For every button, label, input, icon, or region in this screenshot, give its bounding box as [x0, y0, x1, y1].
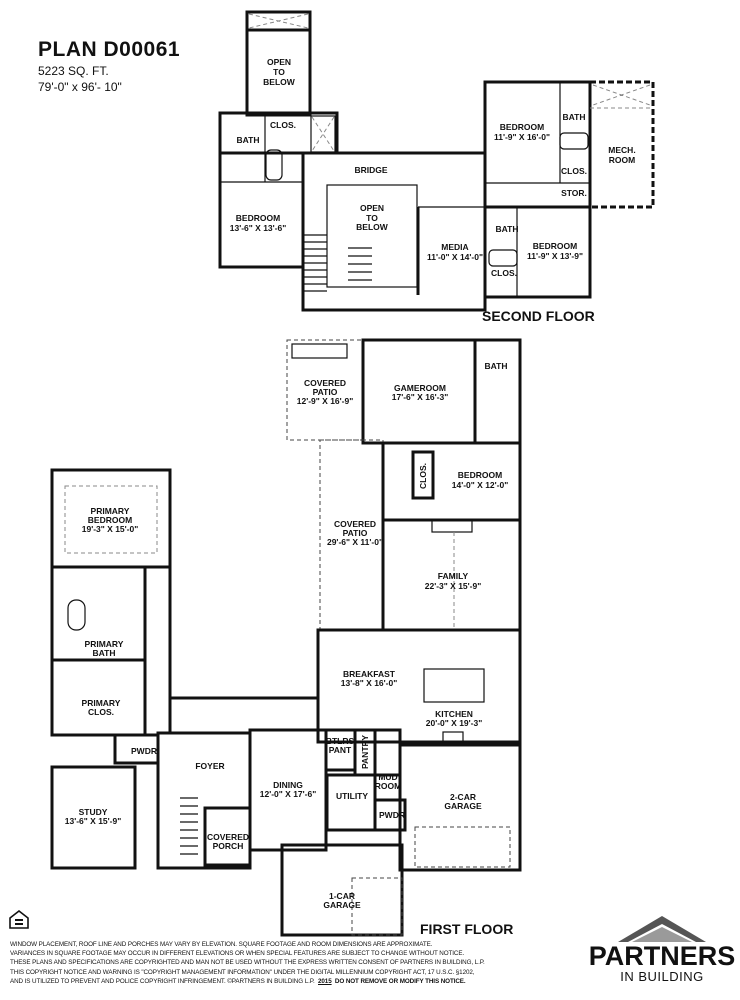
breakfast-size: 13'-8" X 16'-0": [341, 678, 398, 688]
bath-upper-right-label: BATH: [563, 112, 586, 122]
two-car-garage-label-1: 2-CAR: [450, 792, 476, 802]
bedroom-left-size: 13'-6" X 13'-6": [230, 223, 287, 233]
clos-upper-right-label: CLOS.: [561, 166, 587, 176]
disclaimer-line: Variances in square footage may occur in…: [10, 950, 465, 958]
equal-housing-opportunity-icon: [9, 909, 29, 929]
bedroom-left-label: BEDROOM: [236, 213, 280, 223]
one-car-garage-label-1: 1-CAR: [329, 891, 355, 901]
kitchen-size: 20'-0" X 19'-3": [426, 718, 483, 728]
mud-room-label-2: ROOM: [375, 781, 401, 791]
primary-clos-label-1: PRIMARY: [82, 698, 121, 708]
primary-bedroom-size: 19'-3" X 15'-0": [82, 524, 139, 534]
study-label: STUDY: [79, 807, 108, 817]
bedroom-upper-right-size: 11'-9" X 16'-0": [494, 132, 550, 142]
open-to-below-top-2: TO: [273, 67, 285, 77]
pantry-label: PANTRY: [360, 735, 370, 769]
bedroom-size: 14'-0" X 12'-0": [452, 480, 509, 490]
primary-clos-label-2: CLOS.: [88, 707, 114, 717]
pwdr-rear-label: PWDR: [379, 810, 405, 820]
breakfast-label: BREAKFAST: [343, 669, 396, 679]
covered-porch-label-2: PORCH: [213, 841, 244, 851]
storage-label: STOR.: [561, 188, 587, 198]
logo-brand: PARTNERS: [588, 941, 736, 971]
clos-label: CLOS.: [418, 463, 428, 489]
primary-bedroom-label-1: PRIMARY: [91, 506, 130, 516]
open-to-below-top-1: OPEN: [267, 57, 291, 67]
primary-bedroom-label-2: BEDROOM: [88, 515, 132, 525]
family-size: 22'-3" X 15'-9": [425, 581, 482, 591]
bath-lower-right-label: BATH: [496, 224, 519, 234]
media-label: MEDIA: [441, 242, 468, 252]
clos-left-label: CLOS.: [270, 120, 296, 130]
pwdr-front-label: PWDR: [131, 746, 157, 756]
open-to-below-center-2: TO: [366, 213, 378, 223]
gameroom-size: 17'-6" X 16'-3": [392, 392, 449, 402]
utility-label: UTILITY: [336, 791, 368, 801]
btlrs-pant-label-1: BTLRS: [326, 736, 355, 746]
plan-title: PLAN D00061: [38, 38, 181, 61]
second-floor-labels: OPEN TO BELOW BATH CLOS. BEDROOM 13'-6" …: [230, 57, 636, 324]
first-floor-labels: COVERED PATIO 12'-9" X 16'-9" GAMEROOM 1…: [65, 361, 514, 937]
first-floor-walls: [50, 338, 522, 937]
disclaimer-line: This copyright notice and warning is "Co…: [10, 968, 475, 976]
open-to-below-center-1: OPEN: [360, 203, 384, 213]
logo-subtitle: IN BUILDING: [620, 969, 704, 984]
one-car-garage-label-2: GARAGE: [323, 900, 361, 910]
btlrs-pant-label-2: PANT: [329, 745, 352, 755]
gameroom-label: GAMEROOM: [394, 383, 446, 393]
bedroom-lower-right-size: 11'-9" X 13'-9": [527, 251, 583, 261]
dining-size: 12'-0" X 17'-6": [260, 789, 317, 799]
bath-label: BATH: [485, 361, 508, 371]
first-floor-heading: FIRST FLOOR: [420, 921, 513, 937]
clos-lower-right-label: CLOS.: [491, 268, 517, 278]
overall-dimensions: 79'-0" x 96'- 10": [38, 80, 122, 94]
mech-room-label-2: ROOM: [609, 155, 635, 165]
kitchen-label: KITCHEN: [435, 709, 473, 719]
bedroom-upper-right-label: BEDROOM: [500, 122, 544, 132]
foyer-label: FOYER: [195, 761, 224, 771]
dining-label: DINING: [273, 780, 303, 790]
covered-patio-large-size: 29'-6" X 11'-0": [327, 537, 383, 547]
second-floor-walls: [218, 10, 655, 312]
primary-bath-label-2: BATH: [93, 648, 116, 658]
covered-patio-small-label-1: COVERED: [304, 378, 346, 388]
copyright-disclaimer: Window placement, roof line and porches …: [10, 940, 590, 986]
study-size: 13'-6" X 15'-9": [65, 816, 122, 826]
disclaimer-line: and is utilized to prevent and police co…: [10, 977, 315, 985]
covered-patio-small-size: 12'-9" X 16'-9": [297, 396, 354, 406]
do-not-remove-notice: DO NOT REMOVE OR MODIFY THIS NOTICE.: [334, 977, 466, 985]
primary-bath-label-1: PRIMARY: [85, 639, 124, 649]
second-floor-heading: SECOND FLOOR: [482, 308, 595, 324]
covered-patio-small-label-2: PATIO: [313, 387, 338, 397]
bedroom-lower-right-label: BEDROOM: [533, 241, 577, 251]
covered-porch-label-1: COVERED: [207, 832, 249, 842]
bridge-label: BRIDGE: [354, 165, 387, 175]
family-label: FAMILY: [438, 571, 469, 581]
roof-icon: [618, 916, 706, 942]
media-size: 11'-0" X 14'-0": [427, 252, 483, 262]
disclaimer-line: Window placement, roof line and porches …: [10, 941, 433, 948]
mud-room-label-1: MUD: [378, 772, 397, 782]
square-footage: 5223 SQ. FT.: [38, 64, 109, 78]
two-car-garage-label-2: GARAGE: [444, 801, 482, 811]
covered-patio-large-label-1: COVERED: [334, 519, 376, 529]
disclaimer-line: These plans and specifications are copyr…: [10, 959, 485, 967]
partners-in-building-logo: PARTNERS IN BUILDING: [588, 912, 736, 998]
disclaimer-line-last: and is utilized to prevent and police co…: [10, 977, 590, 986]
bedroom-label: BEDROOM: [458, 470, 502, 480]
mech-room-label-1: MECH.: [608, 145, 635, 155]
open-to-below-top-3: BELOW: [263, 77, 296, 87]
covered-patio-large-label-2: PATIO: [343, 528, 368, 538]
copyright-year: 2015: [318, 977, 332, 985]
bath-left-label: BATH: [237, 135, 260, 145]
open-to-below-center-3: BELOW: [356, 222, 389, 232]
